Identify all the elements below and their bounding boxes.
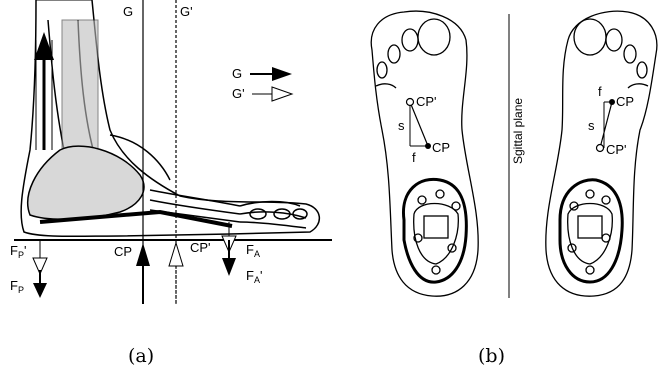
right-cp-label: CP [616,94,634,109]
cp-label: CP [114,244,132,259]
fa-label: FA [246,242,260,259]
panel-a: G G' G G' FP' FP CP [10,0,332,367]
left-cp-prime-label: CP' [416,94,437,109]
right-cp-prime-label: CP' [606,142,627,157]
left-foot-outline [371,11,478,296]
right-cp-prime-point [597,145,604,152]
right-s-label: s [588,118,595,133]
fp-prime-label: FP' [10,243,26,260]
legend-g-label: G [232,66,242,81]
caption-b: (b) [478,345,505,367]
gravity-line-g-label: G [123,4,133,19]
legend-g-prime-label: G' [232,86,245,101]
caption-a: (a) [128,345,154,367]
legend-g-arrow [250,67,292,81]
left-cp-prime-point [407,99,414,106]
gravity-line-g-prime-label: G' [180,4,193,19]
legend-g-prime-arrow [252,87,292,101]
right-f-label: f [598,84,602,99]
cp-prime-arrow [169,243,183,304]
cp-arrow [136,243,150,304]
cp-prime-label: CP' [190,240,211,255]
left-cp-point [425,143,431,149]
left-s-label: s [398,118,405,133]
right-foot-outline [546,11,657,296]
sagittal-plane-label: Sgittal plane [511,98,525,164]
left-f-label: f [412,150,416,165]
right-cp-point [609,99,615,105]
fa-prime-label: FA' [246,268,262,285]
fa-arrow [222,240,236,276]
fp-label: FP [10,278,24,295]
panel-b: Sgittal plane CP' s CP f [371,11,657,367]
left-cp-label: CP [432,140,450,155]
foot-skeleton-illustration [21,0,319,236]
fp-arrow [33,270,47,298]
fp-prime-arrow [33,240,47,274]
